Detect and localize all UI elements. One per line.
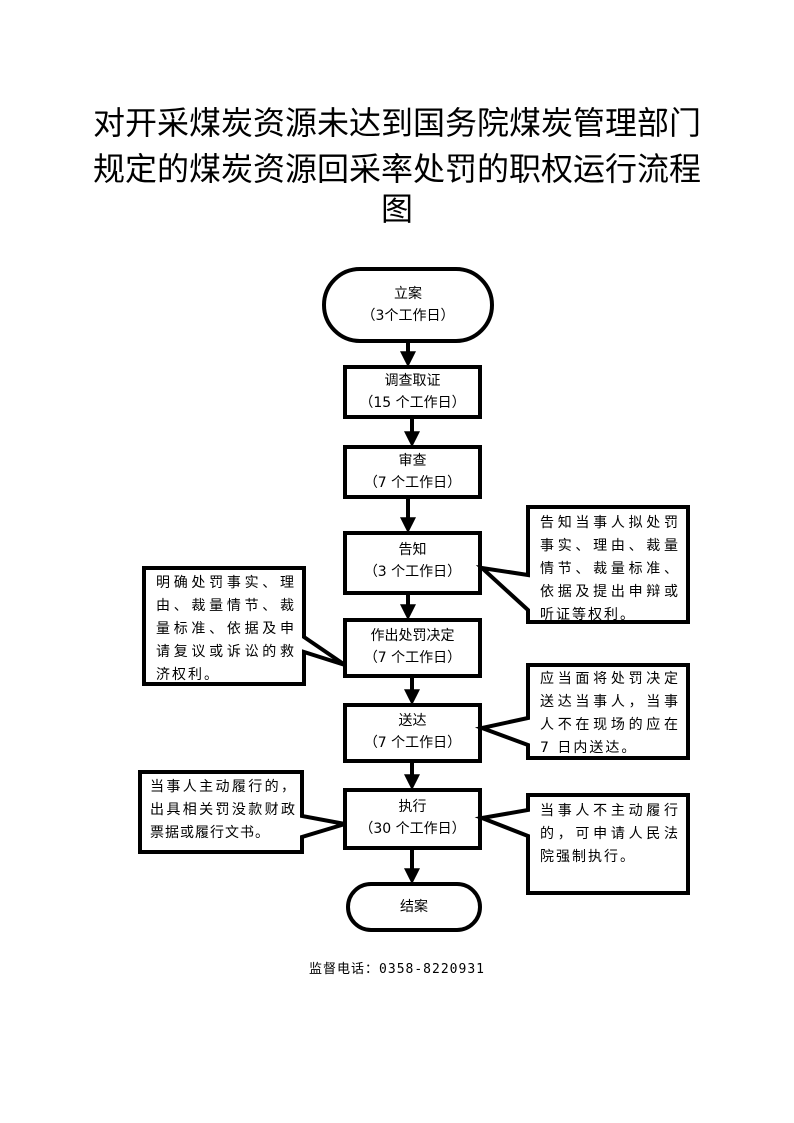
node-investigate-name: 调查取证 bbox=[384, 373, 441, 389]
callout-notify-text: 告知当事人拟处罚事实、理由、裁量情节、裁量标准、依据及提出申辩或听证等权利。 bbox=[540, 515, 680, 623]
node-notify-shape bbox=[343, 531, 482, 595]
node-notify: 告知 （3 个工作日） bbox=[345, 539, 480, 583]
node-end-name: 结案 bbox=[400, 899, 428, 915]
node-decide-name: 作出处罚决定 bbox=[370, 628, 455, 644]
callout-notify-shape bbox=[475, 505, 690, 624]
supervision-phone-label: 监督电话： bbox=[309, 962, 380, 977]
node-decide: 作出处罚决定 （7 个工作日） bbox=[345, 625, 480, 669]
callout-decide-text: 明确处罚事实、理由、裁量情节、裁量标准、依据及申请复议或诉讼的救济权利。 bbox=[156, 575, 296, 683]
callout-decide-shape bbox=[142, 566, 347, 686]
node-review-duration: （7 个工作日） bbox=[363, 475, 462, 491]
supervision-phone-number: 0358-8220931 bbox=[379, 962, 485, 977]
node-investigate-duration: （15 个工作日） bbox=[359, 395, 466, 411]
node-investigate: 调查取证 （15 个工作日） bbox=[345, 370, 480, 414]
node-execute: 执行 （30 个工作日） bbox=[345, 796, 480, 840]
node-end: 结案 bbox=[348, 896, 480, 918]
page-title-line-1: 对开采煤炭资源未达到国务院煤炭管理部门 bbox=[92, 104, 701, 142]
node-review: 审查 （7 个工作日） bbox=[345, 450, 480, 494]
callout-execute-forced-shape bbox=[474, 793, 690, 895]
callout-execute-forced-text: 当事人不主动履行的，可申请人民法院强制执行。 bbox=[540, 803, 680, 865]
node-investigate-shape bbox=[343, 365, 482, 419]
supervision-phone: 监督电话：0358-8220931 bbox=[0, 958, 794, 977]
node-decide-duration: （7 个工作日） bbox=[363, 650, 462, 666]
node-deliver: 送达 （7 个工作日） bbox=[345, 710, 480, 754]
callout-execute-voluntary-shape bbox=[138, 770, 346, 854]
node-execute-duration: （30 个工作日） bbox=[359, 821, 466, 837]
node-execute-name: 执行 bbox=[398, 799, 427, 815]
callout-execute-voluntary-text: 当事人主动履行的，出具相关罚没款财政票据或履行文书。 bbox=[150, 779, 296, 841]
node-notify-duration: （3 个工作日） bbox=[363, 564, 462, 580]
callout-deliver-shape bbox=[474, 663, 690, 760]
node-decide-shape bbox=[343, 618, 482, 678]
node-deliver-duration: （7 个工作日） bbox=[363, 735, 462, 751]
page-title-line-3: 图 bbox=[380, 190, 413, 228]
node-start: 立案 （3个工作日） bbox=[324, 283, 492, 327]
node-review-name: 审查 bbox=[398, 453, 427, 469]
node-notify-name: 告知 bbox=[398, 542, 427, 558]
node-start-duration: （3个工作日） bbox=[361, 308, 455, 324]
page-title-line-2: 规定的煤炭资源回采率处罚的职权运行流程 bbox=[92, 150, 701, 188]
node-start-name: 立案 bbox=[394, 286, 422, 302]
callout-deliver-text: 应当面将处罚决定送达当事人，当事人不在现场的应在 7 日内送达。 bbox=[540, 671, 680, 756]
node-deliver-name: 送达 bbox=[398, 713, 427, 729]
